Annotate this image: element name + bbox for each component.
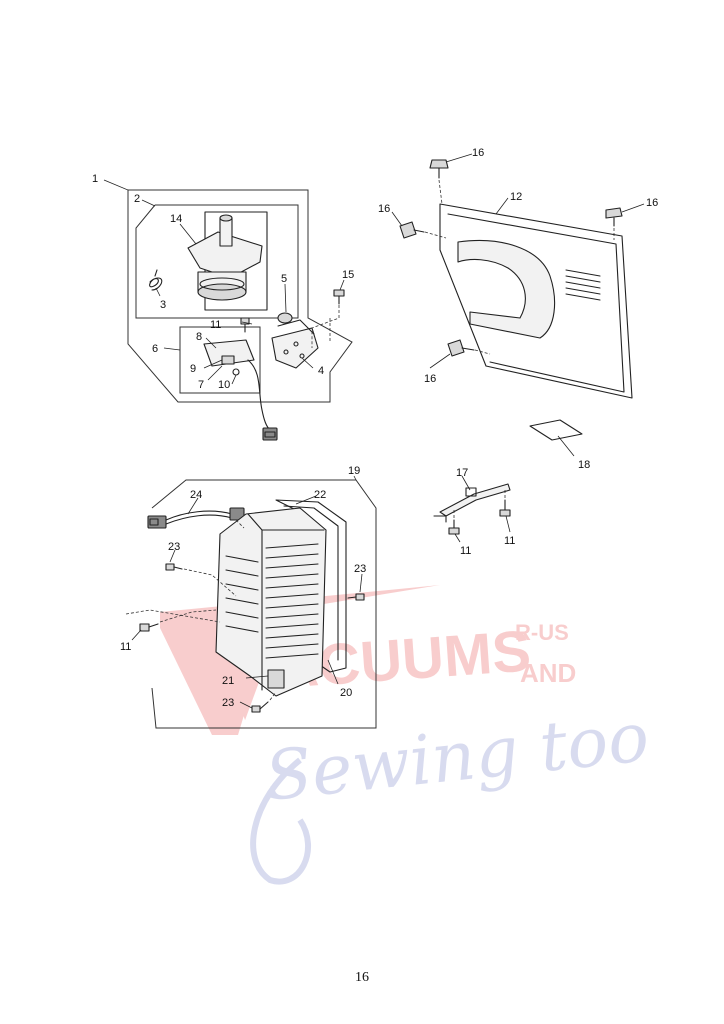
part-11-screw-a [448, 519, 460, 535]
callout-11-psu: 11 [120, 641, 131, 653]
part-16-screw-right [605, 207, 623, 227]
callout-7: 7 [198, 379, 204, 391]
part-12-vent-slots [565, 269, 601, 301]
callout-10: 10 [218, 379, 230, 391]
part-11-screw-c [139, 623, 159, 632]
callout-2: 2 [134, 193, 140, 205]
callout-4: 4 [318, 365, 324, 377]
callout-23-left: 23 [168, 541, 180, 553]
part-15-screw [333, 289, 345, 305]
part-23-screw-b [347, 593, 365, 601]
assembly-line-16a [438, 179, 443, 205]
part-12-side-cover [439, 203, 633, 399]
part-23-screw-a [165, 563, 183, 571]
leader-lines [103, 153, 645, 709]
part-5-bushing [277, 312, 293, 324]
callout-8: 8 [196, 331, 202, 343]
assembly-line-16b [424, 231, 447, 239]
callout-labels: 1 2 14 3 5 15 4 6 8 11 9 7 10 16 16 12 1… [92, 147, 658, 709]
part-6-cable [247, 359, 271, 431]
callout-16-right: 16 [646, 197, 658, 209]
page-number: 16 [355, 970, 369, 985]
callout-23-bottom: 23 [222, 697, 234, 709]
callout-19: 19 [348, 465, 360, 477]
part-3-spring [149, 269, 163, 291]
callout-9: 9 [190, 363, 196, 375]
watermark-badge-bottom: AND [520, 658, 576, 688]
callout-16-top: 16 [472, 147, 484, 159]
callout-18: 18 [578, 459, 590, 471]
part-16-screw-left [399, 221, 425, 239]
callout-20: 20 [340, 687, 352, 699]
callout-3: 3 [160, 299, 166, 311]
callout-11-top: 11 [210, 319, 221, 331]
callout-17: 17 [456, 467, 468, 479]
part-21-fins [225, 543, 319, 659]
assembly-line-23c [269, 691, 277, 701]
watermark-badge-top: R-US [515, 620, 569, 645]
part-18-label [529, 419, 583, 441]
part-24-cable [147, 507, 245, 529]
assembly-19-frame [151, 479, 377, 729]
callout-5: 5 [281, 273, 287, 285]
watermark-script: Sewing too [262, 698, 653, 817]
callout-1: 1 [92, 173, 98, 185]
callout-23-right: 23 [354, 563, 366, 575]
part-23-screw-c [251, 701, 269, 713]
callout-12: 12 [510, 191, 522, 203]
part-21-power-supply [215, 507, 327, 697]
part-16-screw-bottom [447, 339, 475, 357]
part-16-screw-top [429, 159, 449, 179]
part-11-screw-b [499, 499, 511, 517]
callout-16-left: 16 [378, 203, 390, 215]
assembly-line-15 [311, 305, 340, 348]
callout-15: 15 [342, 269, 354, 281]
assembly-line-11d [125, 609, 221, 623]
part-4-bracket [271, 319, 319, 369]
callout-21: 21 [222, 675, 234, 687]
assembly-line-24 [235, 519, 245, 529]
watermark-script-tail [250, 757, 312, 885]
assembly-1-frame [127, 189, 353, 403]
callout-22: 22 [314, 489, 326, 501]
callout-16-bottom: 16 [424, 373, 436, 385]
assembly-line-11c [159, 609, 217, 623]
callout-11-bracket-a: 11 [460, 545, 471, 557]
callout-24: 24 [190, 489, 202, 501]
callout-6: 6 [152, 343, 158, 355]
part-6-connector [262, 427, 278, 441]
callout-11-bracket-b: 11 [504, 535, 515, 547]
part-14-motor [187, 211, 268, 311]
assembly-line-16d [474, 349, 491, 355]
part-17-bracket [433, 483, 511, 523]
callout-14: 14 [170, 213, 182, 225]
